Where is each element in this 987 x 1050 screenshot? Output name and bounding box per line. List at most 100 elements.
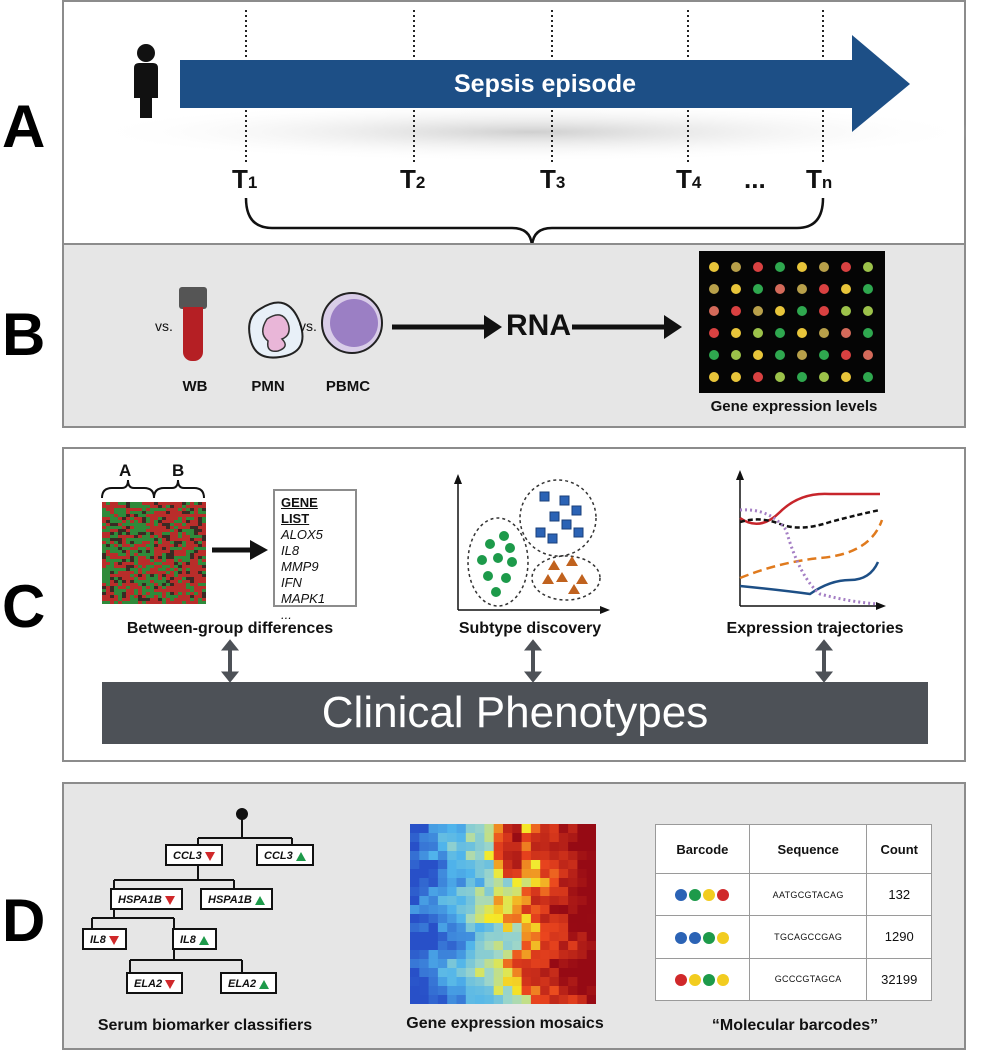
mosaic-cell	[493, 887, 504, 897]
heatmap-cell	[194, 523, 198, 526]
heatmap-cell	[118, 520, 122, 523]
heatmap-cell	[174, 589, 178, 592]
mosaic-cell	[568, 950, 578, 960]
heatmap-cell	[194, 520, 198, 523]
heatmap-cell	[198, 511, 202, 514]
mosaic-cell	[521, 959, 532, 969]
heatmap-cell	[158, 586, 162, 589]
heatmap-cell	[146, 544, 150, 547]
mosaic-cell	[475, 851, 485, 861]
heatmap-cell	[170, 586, 174, 589]
heatmap-cell	[166, 574, 170, 577]
mosaic-cell	[484, 923, 495, 933]
heatmap-cell	[174, 598, 178, 601]
heatmap-cell	[102, 511, 106, 514]
heatmap-cell	[166, 562, 170, 565]
up-arrow-icon	[254, 895, 265, 905]
mosaic-cell	[521, 860, 532, 870]
heatmap-cell	[146, 520, 150, 523]
heatmap-cell	[186, 511, 190, 514]
heatmap-cell	[178, 532, 182, 535]
heatmap-cell	[202, 562, 206, 565]
heatmap-cell	[178, 505, 182, 508]
mosaic-cell	[512, 851, 523, 861]
mosaic-cell	[558, 887, 569, 897]
heatmap-cell	[118, 541, 122, 544]
heatmap-cell	[106, 556, 110, 559]
up-arrow-icon	[259, 979, 270, 989]
heatmap-cell	[114, 592, 118, 595]
heatmap-cell	[138, 583, 142, 586]
heatmap-cell	[138, 577, 142, 580]
microarray-spot	[797, 328, 807, 338]
heatmap-cell	[202, 571, 206, 574]
heatmap-cell	[146, 553, 150, 556]
heatmap-cell	[146, 508, 150, 511]
heatmap-cell	[134, 562, 138, 565]
heatmap-cell	[106, 514, 110, 517]
heatmap-cell	[178, 586, 182, 589]
mosaic-cell	[540, 977, 550, 987]
heatmap-cell	[138, 529, 142, 532]
heatmap-cell	[106, 586, 110, 589]
heatmap-cell	[190, 511, 194, 514]
heatmap-cell	[198, 562, 202, 565]
microarray-spot	[709, 350, 719, 360]
mosaic-cell	[503, 878, 513, 888]
heatmap-cell	[118, 544, 122, 547]
heatmap-cell	[118, 571, 122, 574]
mosaic-cell	[558, 914, 569, 924]
heatmap-cell	[194, 586, 198, 589]
heatmap-cell	[138, 511, 142, 514]
microarray-spot	[709, 372, 719, 382]
heatmap-cell	[138, 571, 142, 574]
tree-node-il8-up: IL8	[172, 928, 217, 950]
heatmap-cell	[166, 598, 170, 601]
heatmap-cell	[106, 508, 110, 511]
heatmap-cell	[182, 514, 186, 517]
heatmap-cell	[146, 538, 150, 541]
heatmap-cell	[146, 589, 150, 592]
pbmc-cell-icon	[321, 292, 383, 354]
heatmap-cell	[106, 598, 110, 601]
heatmap-cell	[126, 559, 130, 562]
heatmap-cell	[202, 574, 206, 577]
mosaic-cell	[437, 833, 448, 843]
heatmap-cell	[186, 520, 190, 523]
heatmap-cell	[110, 574, 114, 577]
heatmap-cell	[130, 601, 134, 604]
heatmap-cell	[162, 571, 166, 574]
heatmap-cell	[118, 529, 122, 532]
heatmap-cell	[130, 553, 134, 556]
heatmap-to-list-arrow	[212, 540, 268, 560]
mosaic-cell	[447, 950, 457, 960]
mosaic-cell	[586, 842, 596, 852]
heatmap-cell	[198, 544, 202, 547]
heatmap-cell	[190, 559, 194, 562]
sequence-cell: AATGCGTACAG	[748, 872, 868, 917]
heatmap-cell	[118, 523, 122, 526]
microarray-spot	[841, 372, 851, 382]
mosaic-cell	[586, 968, 596, 978]
mosaic-cell	[475, 833, 485, 843]
barcode-dot	[703, 931, 716, 944]
heatmap-cell	[122, 508, 126, 511]
panel-a-letter: A	[2, 93, 46, 160]
heatmap-cell	[158, 532, 162, 535]
mosaic-cell	[521, 851, 532, 861]
heatmap-cell	[130, 592, 134, 595]
mosaic-cell	[530, 995, 541, 1004]
heatmap-cell	[114, 544, 118, 547]
heatmap-cell	[166, 571, 170, 574]
heatmap-cell	[178, 526, 182, 529]
mosaic-cell	[410, 869, 420, 879]
heatmap-cell	[194, 589, 198, 592]
heatmap-cell	[110, 589, 114, 592]
heatmap-cell	[186, 589, 190, 592]
mosaic-cell	[456, 878, 467, 888]
heatmap-cell	[130, 532, 134, 535]
heatmap-cell	[126, 595, 130, 598]
heatmap-cell	[174, 571, 178, 574]
heatmap-cell	[134, 508, 138, 511]
heatmap-cell	[158, 598, 162, 601]
